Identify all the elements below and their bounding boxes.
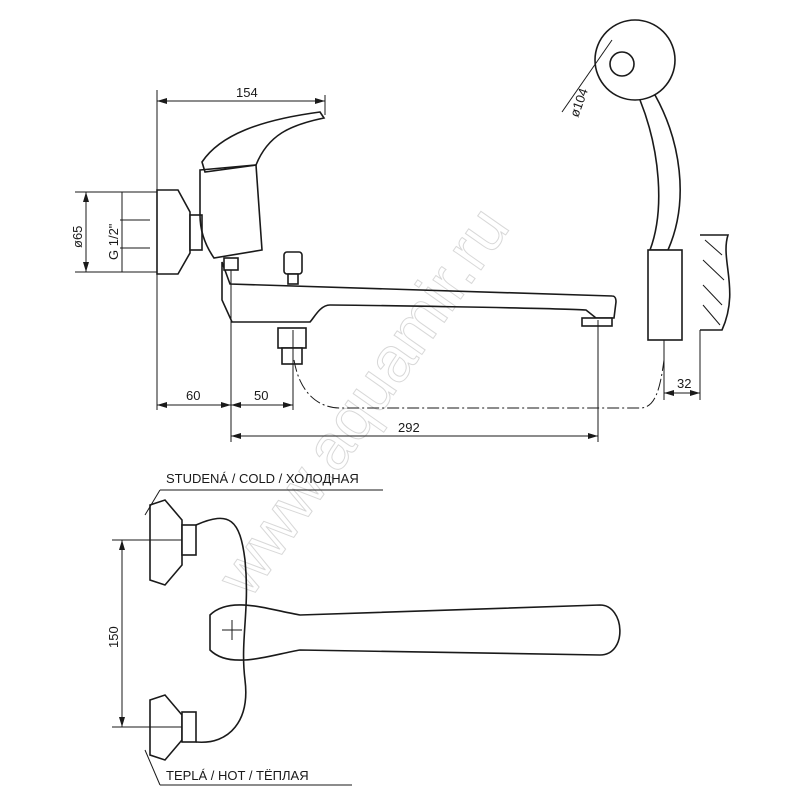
wall-section <box>700 234 731 331</box>
dim-thread: G 1/2" <box>106 223 121 260</box>
shower-outlet <box>277 327 307 349</box>
dim-flange-diameter: ø65 <box>70 226 85 248</box>
spout-top <box>209 604 621 661</box>
shower-holder <box>647 249 683 341</box>
spout <box>221 261 617 323</box>
dim-shower-head-diameter: ø104 <box>567 86 591 119</box>
shower-handle <box>639 94 681 251</box>
wall-flange <box>156 189 191 275</box>
hot-label: TEPLÁ / HOT / ТЁПЛАЯ <box>166 768 309 783</box>
dim-spout-length: 292 <box>398 420 420 435</box>
lever-handle <box>201 111 326 173</box>
dim-axis-to-diverter: 50 <box>254 388 268 403</box>
cold-label: STUDENÁ / COLD / ХОЛОДНАЯ <box>166 471 359 486</box>
cold-inlet-flange <box>149 499 183 586</box>
mixer-body <box>199 164 263 259</box>
shower-head <box>594 19 676 101</box>
dim-total-width: 154 <box>236 85 258 100</box>
side-view: 154 ø65 G 1/2" ø104 60 50 292 32 <box>70 19 731 442</box>
diverter-knob <box>283 251 303 275</box>
top-view: STUDENÁ / COLD / ХОЛОДНАЯ 150 TEPLÁ / HO… <box>106 471 621 786</box>
dim-holder-offset: 32 <box>677 376 691 391</box>
watermark: www.aquamir.ru <box>202 194 523 609</box>
mixer-body-top <box>195 517 248 743</box>
dim-wall-to-axis: 60 <box>186 388 200 403</box>
dim-inlet-spacing: 150 <box>106 626 121 648</box>
